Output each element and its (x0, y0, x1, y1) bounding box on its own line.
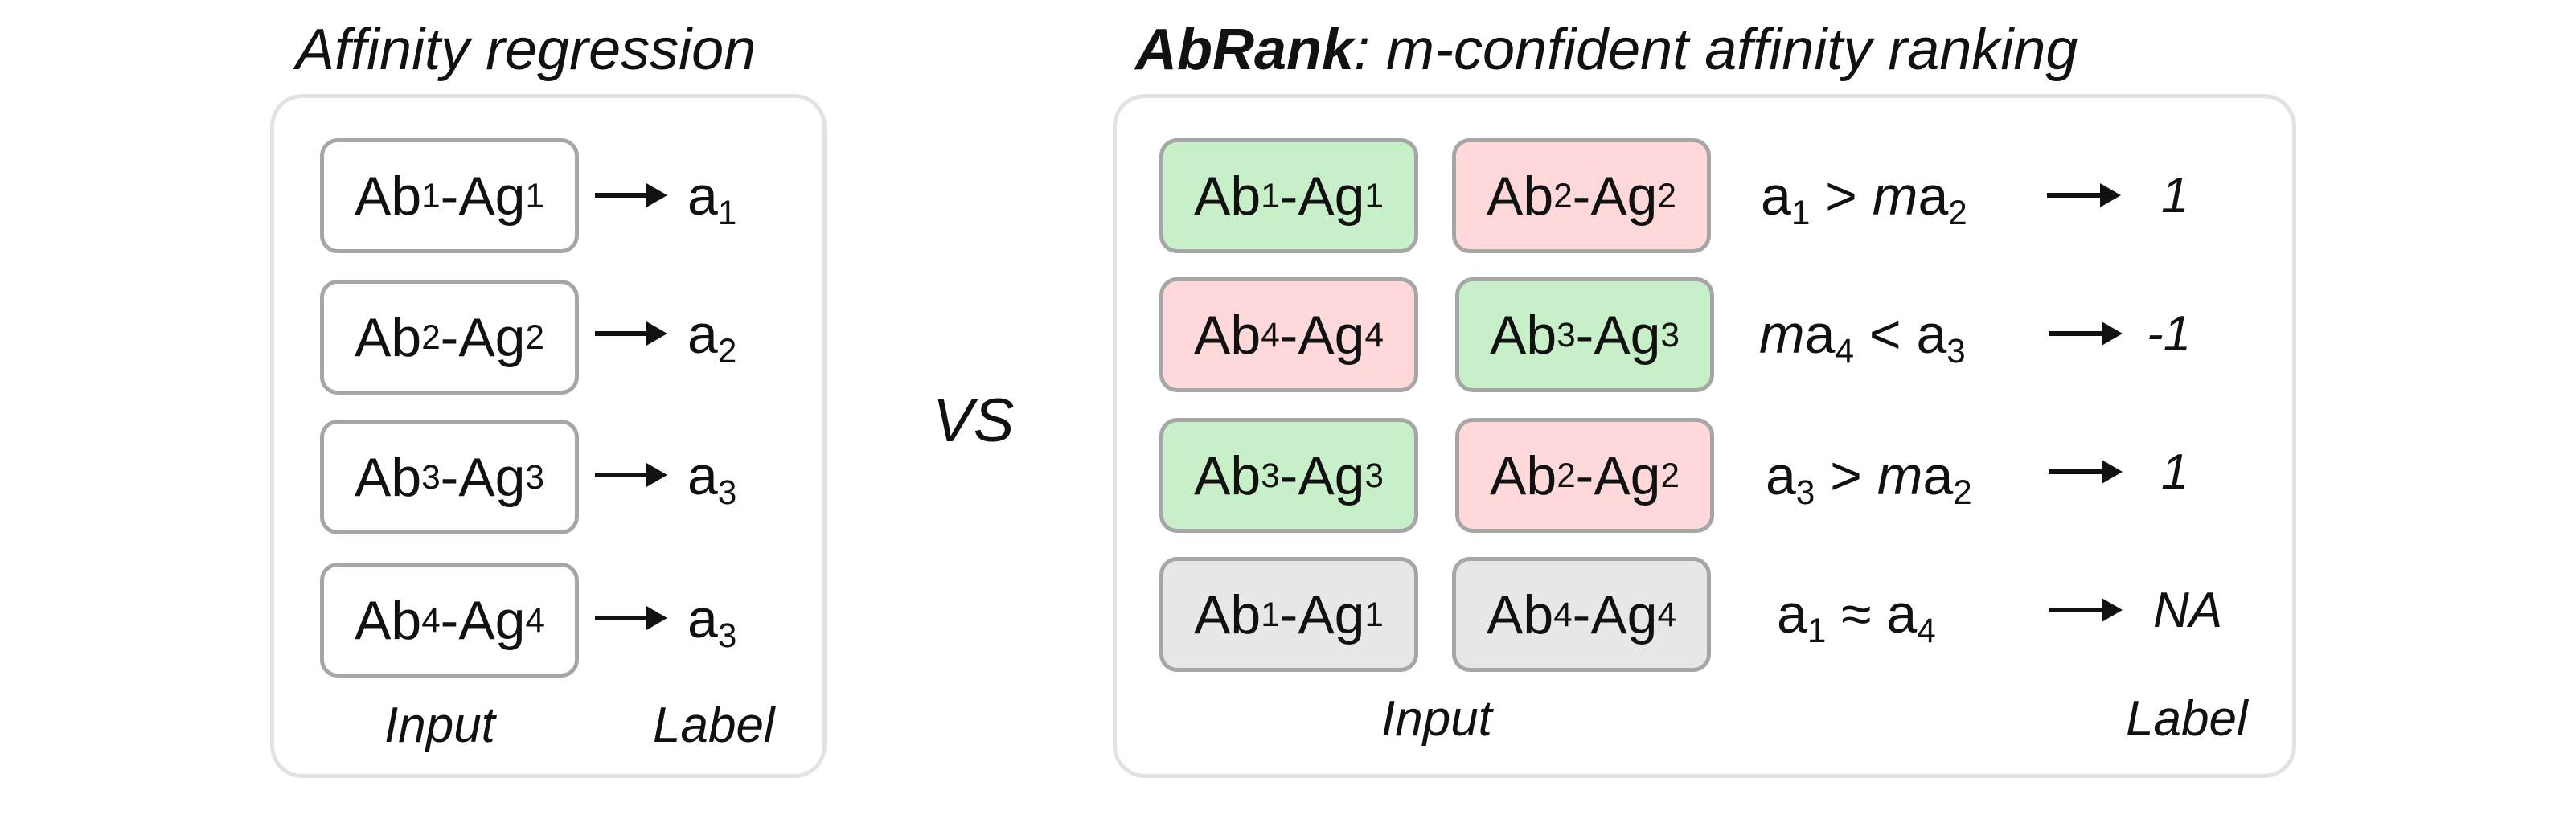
expr-a2-sub: 4 (1917, 611, 1936, 649)
right-row-3-expression: a3 > ma2 (1766, 445, 1972, 509)
expr-mid: m (1877, 445, 1923, 506)
left-arrow-2 (595, 321, 667, 346)
expr-op: > (1815, 445, 1877, 506)
left-label-1: a1 (687, 169, 736, 229)
expr-a2: a (1918, 166, 1949, 227)
ag-text: -Ag (440, 306, 526, 368)
left-label-caption: Label (653, 698, 775, 753)
expr-a1: a (1804, 304, 1836, 365)
right-row-1-expression: a1 > ma2 (1761, 169, 1967, 229)
right-row-4-label: NA (2153, 583, 2223, 638)
expr-pre: m (1759, 304, 1805, 365)
right-panel-title-rest: : m-confident affinity ranking (1354, 18, 2078, 82)
right-panel-title-bold: AbRank (1135, 18, 1355, 82)
label-sub: 1 (717, 193, 737, 231)
label-text: a (687, 588, 718, 649)
right-arrow-2 (2049, 321, 2123, 346)
expr-a2: a (1886, 583, 1918, 645)
label-sub: 3 (717, 616, 737, 654)
expr-a2-sub: 2 (1948, 193, 1967, 231)
expr-op: > (1810, 166, 1873, 227)
expr-a2: a (1916, 304, 1947, 365)
label-text: a (687, 166, 718, 227)
expr-op: ≈ (1826, 583, 1887, 645)
left-panel-title-text: Affinity regression (296, 18, 757, 82)
expr-a1: a (1777, 583, 1807, 645)
expr-a1-sub: 1 (1807, 611, 1827, 649)
expr-a1-sub: 3 (1795, 473, 1815, 511)
left-arrow-4 (595, 606, 667, 630)
expr-a1-sub: 1 (1790, 193, 1811, 231)
label-sub: 3 (717, 473, 737, 511)
left-arrow-3 (595, 463, 667, 487)
right-row-3-label: 1 (2161, 444, 2189, 500)
left-label-2: a2 (687, 304, 736, 367)
expr-a1-sub: 4 (1835, 331, 1854, 370)
right-input-caption: Input (1381, 691, 1492, 747)
left-arrow-1 (595, 183, 667, 207)
right-arrow-1 (2047, 183, 2121, 207)
ag-text: -Ag (440, 446, 526, 508)
right-label-caption: Label (2126, 691, 2248, 747)
left-label-4: a3 (687, 592, 736, 652)
right-row-2-label: -1 (2147, 306, 2192, 362)
label-text: a (687, 304, 718, 365)
left-panel-title: Affinity regression (296, 21, 756, 79)
right-arrow-3 (2049, 460, 2123, 484)
expr-a2-sub: 2 (1953, 473, 1972, 511)
label-sub: 2 (717, 331, 737, 370)
expr-a1: a (1761, 166, 1791, 227)
right-panel-title: AbRank: m-confident affinity ranking (1135, 21, 2078, 79)
right-arrow-4 (2049, 598, 2123, 622)
expr-a2-sub: 3 (1946, 331, 1966, 370)
ag-text: -Ag (440, 589, 526, 651)
ab-text: Ab (355, 446, 422, 508)
expr-a1: a (1766, 445, 1796, 506)
left-label-3: a3 (687, 445, 736, 509)
ab-text: Ab (355, 165, 422, 227)
ag-text: -Ag (440, 165, 526, 227)
right-row-4-expression: a1 ≈ a4 (1777, 587, 1936, 647)
right-row-2-expression: ma4 < a3 (1759, 304, 1966, 367)
vs-text: VS (933, 387, 1015, 455)
expr-a2: a (1922, 445, 1954, 506)
right-row-1-label: 1 (2161, 168, 2189, 223)
ab-text: Ab (355, 589, 422, 651)
left-input-caption: Input (384, 698, 495, 753)
ab-text: Ab (355, 306, 422, 368)
expr-mid: m (1872, 166, 1918, 227)
label-text: a (687, 445, 718, 506)
expr-op: < (1853, 304, 1917, 365)
